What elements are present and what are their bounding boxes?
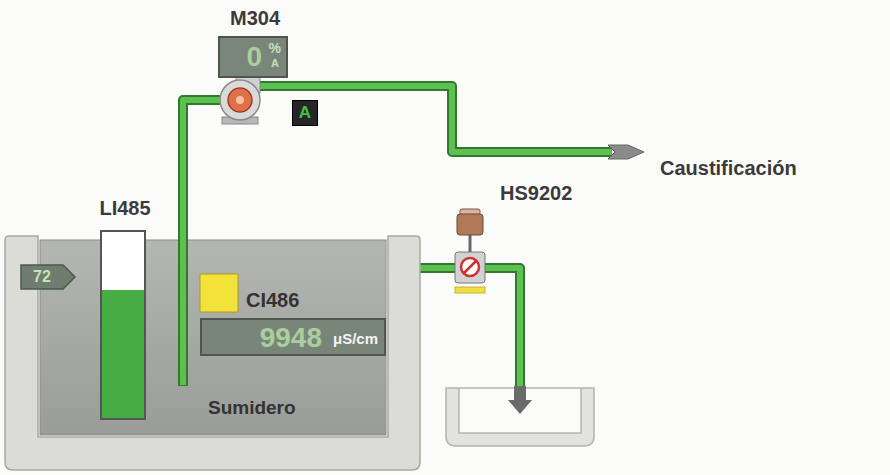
- dip-pipe: [178, 236, 188, 386]
- pipe-outline: [416, 268, 520, 388]
- pump-impeller: [228, 88, 252, 112]
- pipe-outline: [254, 86, 612, 152]
- drain-pipe: [416, 268, 520, 388]
- dip-pipe: [180, 236, 186, 385]
- motor-display: M3040%A: [218, 36, 288, 78]
- valve-symbol: [455, 209, 485, 293]
- pipe-fill: [254, 86, 612, 152]
- tag-shape: [21, 265, 75, 289]
- suction-pipe: [183, 100, 224, 240]
- discharge-pipe: [254, 86, 612, 152]
- tank-cavity: [40, 240, 386, 435]
- flow-arrow: [608, 145, 644, 159]
- motor-tag: M304: [208, 8, 302, 28]
- unit-text: μS/cm: [333, 331, 378, 346]
- mode-box: A: [292, 100, 318, 126]
- concrete-wall: [5, 236, 420, 470]
- conductivity-display: CI4869948μS/cm: [200, 318, 386, 356]
- pump-casing: [220, 80, 260, 120]
- level-fill: [102, 290, 144, 418]
- speed-value: 0: [246, 43, 262, 71]
- level-value-tag: 72: [20, 264, 76, 290]
- pump-symbol: [220, 77, 260, 124]
- pump-hub: [236, 96, 244, 104]
- pipe-fill: [183, 100, 224, 240]
- pipe-fill: [416, 268, 520, 388]
- valve-tag: HS9202: [500, 183, 572, 203]
- valve-body: [455, 252, 485, 283]
- level-tag: LI485: [80, 198, 170, 218]
- status-square: [200, 274, 238, 312]
- unit-text: %: [269, 41, 281, 55]
- flow-arrow: [508, 386, 532, 414]
- closed-indicator: [461, 258, 479, 276]
- mode-letter: A: [293, 101, 317, 125]
- unit-text: A: [271, 58, 279, 69]
- conductivity-value: 9948: [260, 324, 322, 352]
- destination-label: Caustificación: [660, 158, 797, 178]
- valve-status-bar: [455, 287, 485, 293]
- level-value: 72: [20, 264, 64, 290]
- sump-tank: SumideroLI48572CI4869948μS/cm: [5, 236, 420, 470]
- conductivity-tag: CI486: [246, 290, 299, 310]
- valve-stem: [469, 234, 472, 254]
- valve-actuator: [457, 214, 483, 235]
- level-bar: LI485: [100, 230, 146, 420]
- pipe-outline: [183, 100, 224, 240]
- tank-name: Sumidero: [208, 398, 296, 417]
- closed-indicator: [464, 261, 476, 273]
